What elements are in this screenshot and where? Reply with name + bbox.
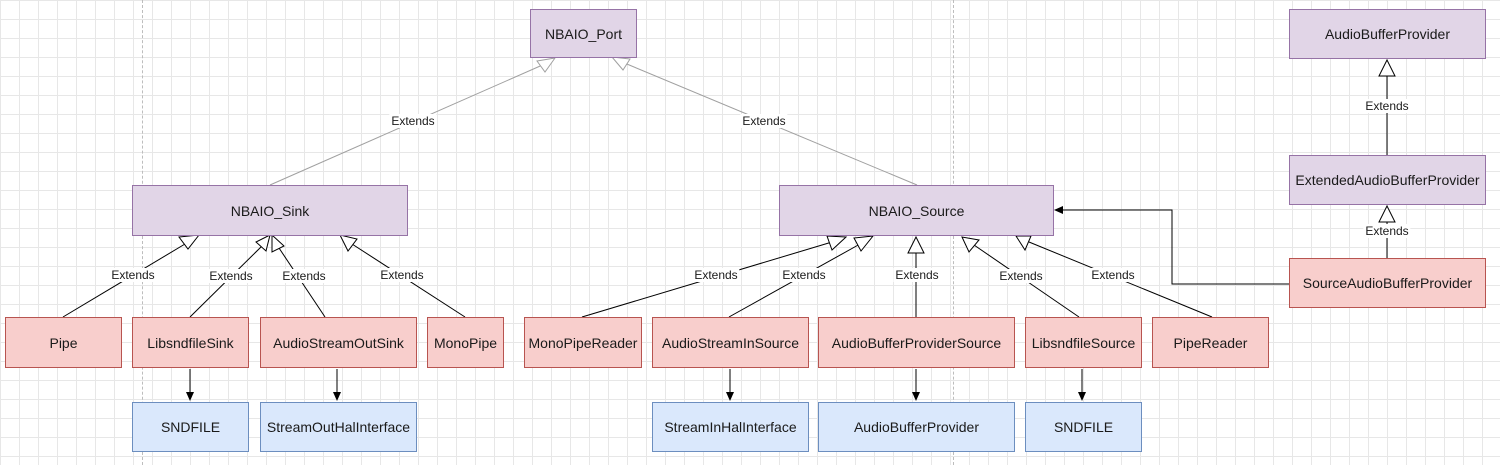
- arrowhead-hollow: [1015, 235, 1032, 252]
- edge-label: Extends: [893, 268, 941, 282]
- node-audio-stream-out-sink[interactable]: AudioStreamOutSink: [260, 317, 417, 368]
- arrowhead-solid: [912, 392, 920, 401]
- edge-label: Extends: [997, 269, 1045, 283]
- node-nbaio-source[interactable]: NBAIO_Source: [779, 185, 1054, 236]
- node-nbaio-sink[interactable]: NBAIO_Sink: [132, 185, 408, 236]
- arrowhead-hollow: [610, 56, 631, 71]
- arrowhead-hollow: [853, 235, 875, 252]
- node-source-audio-buffer-provider[interactable]: SourceAudioBufferProvider: [1289, 258, 1486, 308]
- node-audio-buffer-provider-top[interactable]: AudioBufferProvider: [1289, 9, 1486, 59]
- node-audio-buffer-provider[interactable]: AudioBufferProvider: [818, 402, 1015, 452]
- edge-label: Extends: [1363, 99, 1411, 113]
- edge-label: Extends: [1089, 268, 1137, 282]
- node-mono-pipe-reader[interactable]: MonoPipeReader: [524, 317, 642, 368]
- arrowhead-hollow: [961, 236, 980, 253]
- edge-label: Extends: [378, 268, 426, 282]
- arrowhead-hollow: [339, 234, 358, 252]
- edge-label: Extends: [109, 268, 157, 282]
- node-libsndfile-sink[interactable]: LibsndfileSink: [132, 317, 249, 368]
- node-audio-buffer-provider-source[interactable]: AudioBufferProviderSource: [818, 317, 1015, 368]
- arrowhead-hollow: [907, 235, 925, 254]
- edge-label: Extends: [207, 269, 255, 283]
- edge-label: Extends: [389, 114, 437, 128]
- arrowhead-solid: [1078, 392, 1086, 401]
- node-nbaio-port[interactable]: NBAIO_Port: [530, 9, 637, 58]
- arrowhead-solid: [1054, 206, 1063, 214]
- edge-label: Extends: [280, 269, 328, 283]
- node-stream-in-hal-interface[interactable]: StreamInHalInterface: [652, 402, 809, 452]
- node-pipe[interactable]: Pipe: [5, 317, 122, 368]
- edge-label: Extends: [692, 268, 740, 282]
- node-stream-out-hal-interface[interactable]: StreamOutHalInterface: [260, 402, 417, 452]
- arrowhead-hollow: [178, 234, 201, 250]
- arrowhead-hollow: [255, 234, 271, 252]
- arrowhead-hollow: [1378, 58, 1396, 77]
- arrowhead-solid: [333, 392, 341, 401]
- node-pipe-reader[interactable]: PipeReader: [1152, 317, 1269, 368]
- node-libsndfile-source[interactable]: LibsndfileSource: [1025, 317, 1142, 368]
- node-sndfile[interactable]: SNDFILE: [1025, 402, 1142, 452]
- edge-label: Extends: [740, 114, 788, 128]
- arrowhead-hollow: [1378, 204, 1396, 223]
- node-mono-pipe[interactable]: MonoPipe: [427, 317, 504, 368]
- arrowhead-solid: [186, 392, 194, 401]
- node-sndfile[interactable]: SNDFILE: [132, 402, 249, 452]
- arrowhead-hollow: [826, 235, 848, 251]
- node-extended-audio-buffer-provider[interactable]: ExtendedAudioBufferProvider: [1289, 155, 1486, 205]
- node-audio-stream-in-source[interactable]: AudioStreamInSource: [652, 317, 809, 368]
- arrowhead-hollow: [536, 57, 557, 73]
- edge-sourceabp-nbaiosource: [1062, 209, 1289, 285]
- arrowhead-hollow: [271, 233, 285, 253]
- arrowhead-solid: [726, 392, 734, 401]
- edge-label: Extends: [780, 268, 828, 282]
- edge-label: Extends: [1363, 224, 1411, 238]
